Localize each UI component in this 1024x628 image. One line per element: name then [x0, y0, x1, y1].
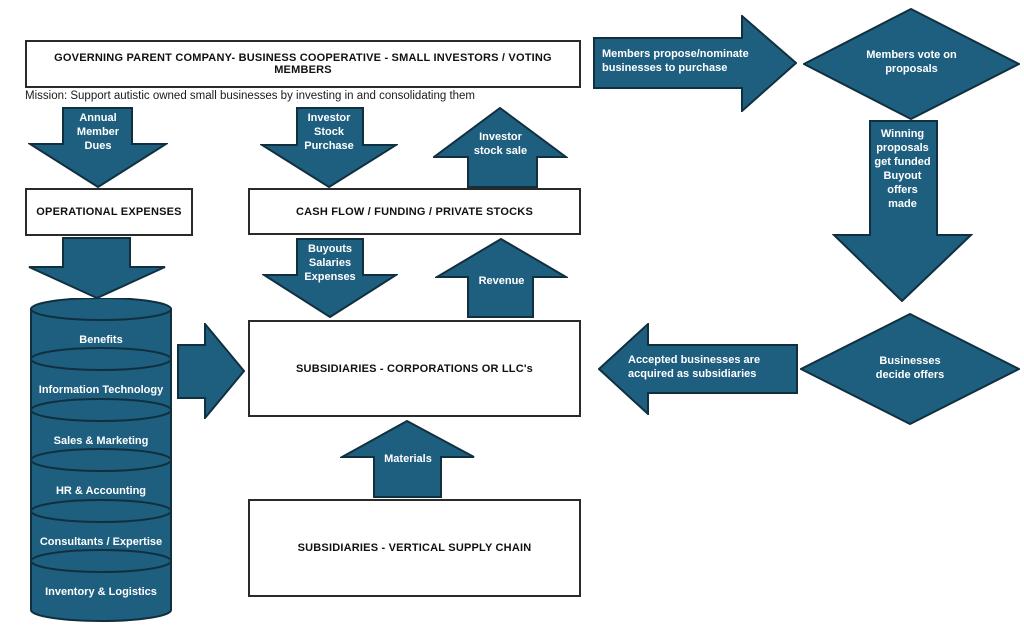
- governing-parent-box: GOVERNING PARENT COMPANY- BUSINESS COOPE…: [25, 40, 581, 88]
- cash-flow-label: CASH FLOW / FUNDING / PRIVATE STOCKS: [296, 205, 533, 218]
- buyouts-salaries-expenses-arrow: Buyouts Salaries Expenses: [262, 238, 398, 318]
- members-propose-label: Members propose/nominate businesses to p…: [602, 48, 749, 74]
- revenue-label: Revenue: [478, 275, 525, 287]
- operational-expenses-label: OPERATIONAL EXPENSES: [36, 206, 182, 218]
- mission-text: Mission: Support autistic owned small bu…: [25, 90, 476, 102]
- database-cylinders-icon: [30, 298, 172, 622]
- members-vote-diamond: Members vote on proposals: [803, 8, 1020, 120]
- up-arrow-icon: [433, 107, 568, 188]
- accepted-businesses-label: Accepted businesses are acquired as subs…: [628, 354, 761, 380]
- up-arrow-icon: [340, 420, 475, 498]
- subsidiaries-corporations-label: SUBSIDIARIES - CORPORATIONS OR LLC's: [296, 362, 533, 375]
- department-sales-marketing: Sales & Marketing: [53, 435, 149, 447]
- left-arrow-icon: [598, 323, 798, 415]
- investor-stock-purchase-label: Investor Stock Purchase: [304, 112, 354, 152]
- winning-proposals-arrow: Winning proposals get funded Buyout offe…: [832, 120, 973, 302]
- governing-parent-label: GOVERNING PARENT COMPANY- BUSINESS COOPE…: [54, 52, 552, 76]
- down-arrow-icon: [28, 237, 166, 299]
- revenue-arrow: Revenue: [435, 238, 568, 318]
- operational-expenses-box: OPERATIONAL EXPENSES: [25, 188, 193, 236]
- down-arrow-icon: [28, 107, 168, 188]
- materials-arrow: Materials: [340, 420, 476, 498]
- cash-flow-box: CASH FLOW / FUNDING / PRIVATE STOCKS: [248, 188, 581, 235]
- annual-member-dues-label: Annual Member Dues: [76, 112, 120, 152]
- subsidiaries-corporations-box: SUBSIDIARIES - CORPORATIONS OR LLC's: [248, 320, 581, 417]
- investor-stock-purchase-arrow: Investor Stock Purchase: [260, 107, 398, 188]
- investor-stock-sale-label: Investor stock sale: [473, 131, 528, 157]
- businesses-decide-diamond: Businesses decide offers: [800, 313, 1020, 425]
- diamond-icon: [803, 8, 1020, 120]
- department-benefits: Benefits: [79, 334, 123, 346]
- down-arrow-icon: [262, 238, 398, 318]
- right-arrow-icon: [177, 323, 245, 419]
- down-arrow-icon: [260, 107, 398, 188]
- expenses-to-departments-arrow: [27, 237, 167, 299]
- subsidiaries-supply-chain-label: SUBSIDIARIES - VERTICAL SUPPLY CHAIN: [297, 542, 532, 554]
- departments-to-subsidiaries-arrow: [177, 323, 245, 419]
- businesses-decide-label: Businesses decide offers: [875, 355, 945, 381]
- investor-stock-sale-arrow: Investor stock sale: [433, 107, 568, 188]
- members-vote-label: Members vote on proposals: [866, 49, 957, 75]
- down-arrow-icon: [832, 120, 973, 302]
- up-arrow-icon: [435, 238, 568, 318]
- materials-label: Materials: [384, 453, 432, 465]
- members-propose-arrow: Members propose/nominate businesses to p…: [593, 15, 797, 112]
- department-inventory-logistics: Inventory & Logistics: [45, 586, 157, 598]
- subsidiaries-supply-chain-box: SUBSIDIARIES - VERTICAL SUPPLY CHAIN: [248, 499, 581, 597]
- department-hr-accounting: HR & Accounting: [55, 485, 147, 497]
- department-consultants-expertise: Consultants / Expertise: [39, 536, 163, 548]
- winning-proposals-label: Winning proposals get funded Buyout offe…: [874, 128, 931, 210]
- department-information-technology: Information Technology: [38, 384, 164, 396]
- right-arrow-icon: [593, 15, 797, 112]
- annual-member-dues-arrow: Annual Member Dues: [28, 107, 168, 188]
- accepted-businesses-arrow: Accepted businesses are acquired as subs…: [598, 323, 798, 415]
- diamond-icon: [800, 313, 1020, 425]
- buyouts-salaries-expenses-label: Buyouts Salaries Expenses: [304, 243, 356, 283]
- departments-cylinder-stack: [30, 298, 172, 622]
